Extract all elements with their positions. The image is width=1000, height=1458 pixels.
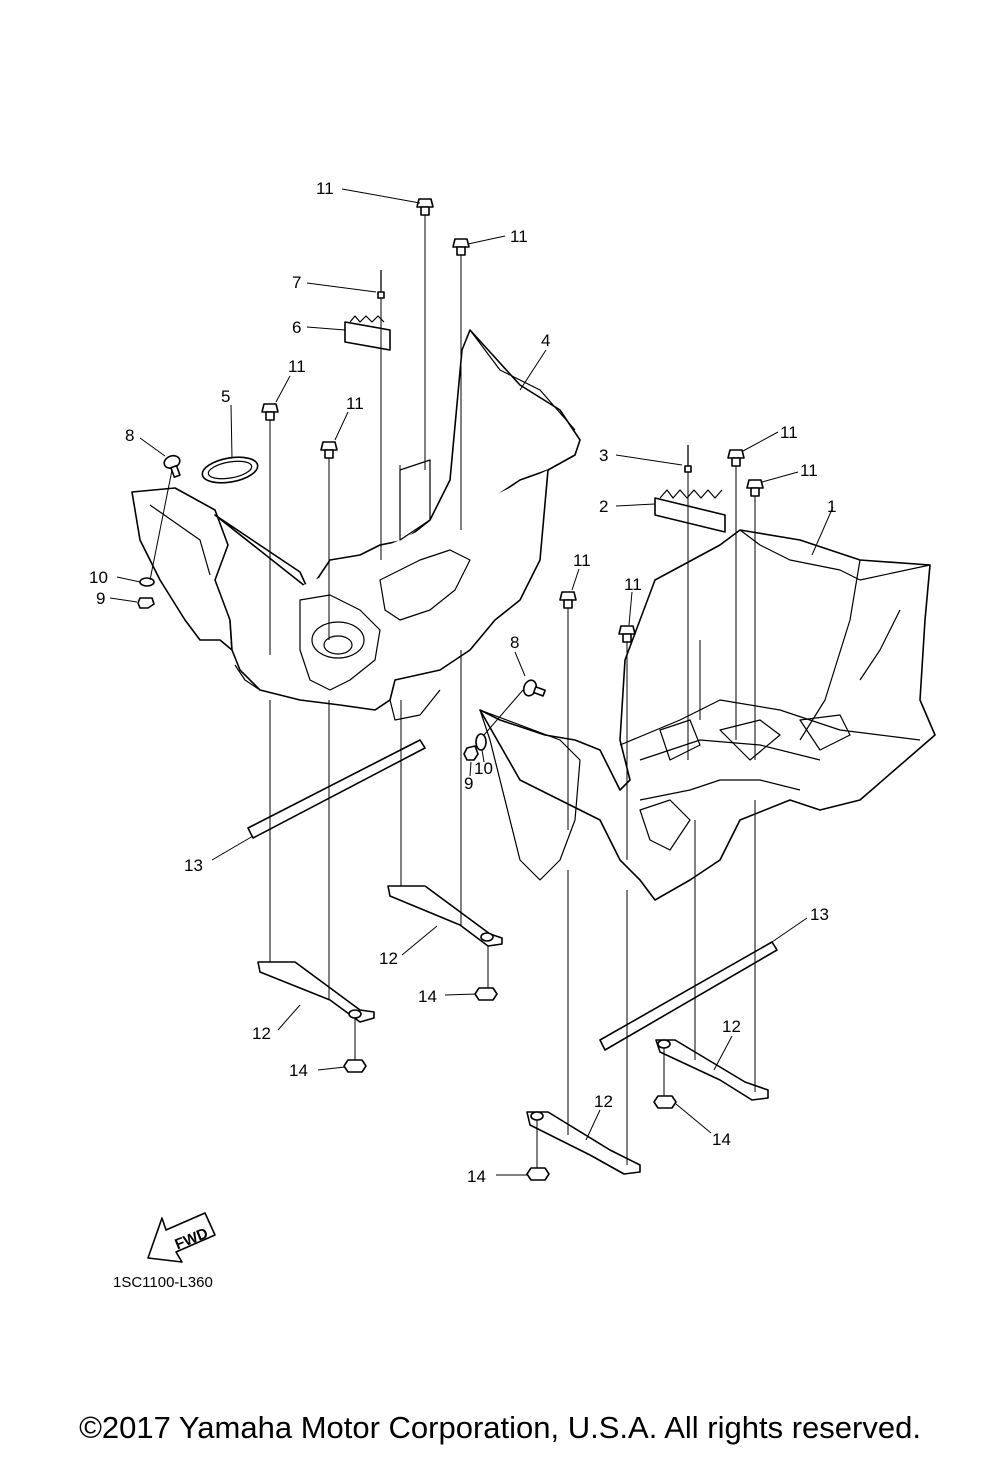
callout-7: 7 bbox=[292, 273, 301, 292]
leader-lines bbox=[109, 188, 834, 1176]
callout-4: 4 bbox=[541, 331, 550, 350]
callout-9: 9 bbox=[464, 774, 473, 793]
assembly-lines bbox=[149, 215, 756, 1168]
pin-part-3 bbox=[684, 445, 692, 473]
bolts-part-11 bbox=[261, 198, 764, 643]
callout-2: 2 bbox=[599, 497, 608, 516]
callout-14: 14 bbox=[712, 1130, 731, 1149]
callout-11: 11 bbox=[316, 179, 334, 198]
fwd-arrow: FWD bbox=[147, 1212, 216, 1263]
callout-5: 5 bbox=[221, 387, 230, 406]
callout-11: 11 bbox=[288, 357, 306, 376]
callout-9: 9 bbox=[96, 589, 105, 608]
callout-10: 10 bbox=[89, 568, 108, 587]
bolts-part-8 bbox=[163, 454, 546, 697]
callout-12: 12 bbox=[594, 1092, 613, 1111]
plate-part-2 bbox=[654, 489, 726, 533]
callout-11: 11 bbox=[780, 423, 798, 442]
callout-10: 10 bbox=[474, 759, 493, 778]
copyright-notice: ©2017 Yamaha Motor Corporation, U.S.A. A… bbox=[79, 1410, 921, 1445]
plate-part-6 bbox=[344, 315, 391, 351]
callout-12: 12 bbox=[252, 1024, 271, 1043]
callout-8: 8 bbox=[510, 633, 519, 652]
left-footrest-part-4 bbox=[131, 329, 581, 721]
pin-part-7 bbox=[377, 270, 385, 299]
callout-11: 11 bbox=[800, 461, 818, 480]
callout-14: 14 bbox=[467, 1167, 486, 1186]
right-footrest-part-1 bbox=[479, 529, 936, 901]
callout-13: 13 bbox=[810, 905, 829, 924]
callout-11: 11 bbox=[624, 575, 642, 594]
callout-3: 3 bbox=[599, 446, 608, 465]
brackets-part-13 bbox=[247, 739, 778, 1051]
diagram-code: 1SC1100-L360 bbox=[113, 1274, 213, 1291]
callout-8: 8 bbox=[125, 426, 134, 445]
callout-6: 6 bbox=[292, 318, 301, 337]
nuts-part-14 bbox=[343, 987, 677, 1181]
callout-1: 1 bbox=[827, 497, 836, 516]
nuts-part-9 bbox=[137, 597, 479, 761]
callout-11: 11 bbox=[346, 394, 364, 413]
callout-12: 12 bbox=[722, 1017, 741, 1036]
callout-13: 13 bbox=[184, 856, 203, 875]
callout-12: 12 bbox=[379, 949, 398, 968]
ring-part-5 bbox=[201, 456, 259, 484]
brackets-part-12 bbox=[257, 885, 769, 1175]
callout-14: 14 bbox=[289, 1061, 308, 1080]
callout-11: 11 bbox=[573, 551, 591, 570]
callout-14: 14 bbox=[418, 987, 437, 1006]
callout-11: 11 bbox=[510, 227, 528, 246]
callout-labels: 11 11 7 6 4 5 11 11 8 10 9 3 2 11 11 1 1… bbox=[89, 179, 836, 1186]
